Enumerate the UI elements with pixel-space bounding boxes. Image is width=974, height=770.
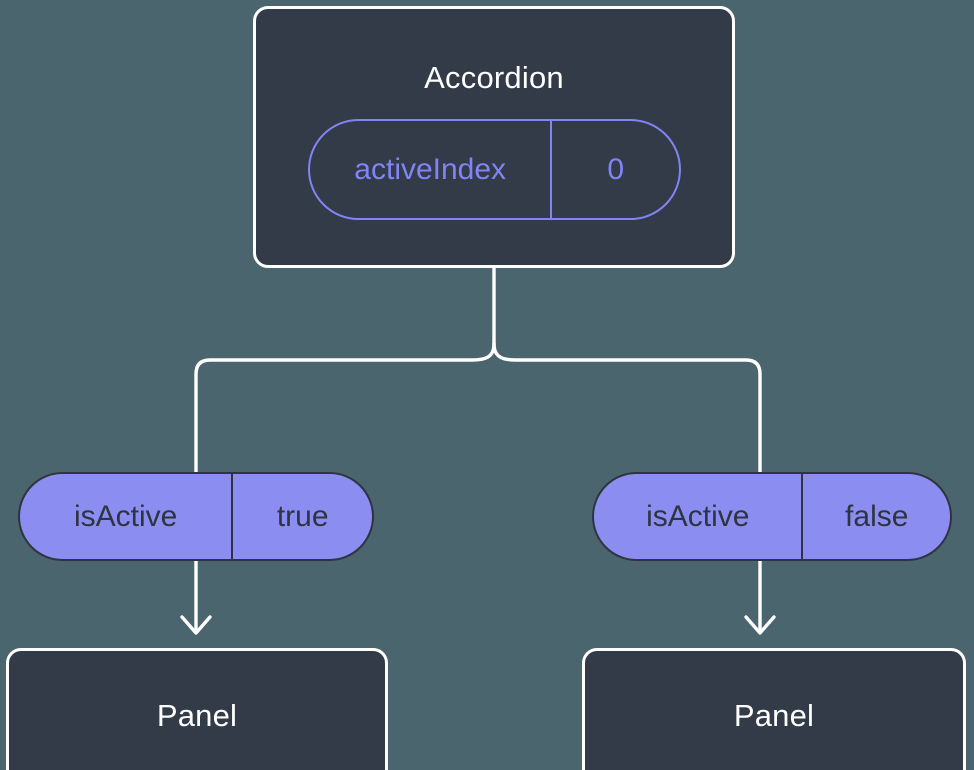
arrowhead-right-icon [744, 615, 776, 635]
panel-title-right: Panel [733, 698, 815, 733]
activeindex-state-value: 0 [607, 152, 625, 186]
accordion-title: Accordion [424, 60, 564, 95]
panel-title-left: Panel [156, 698, 238, 733]
isactive-prop-key-right: isActive [594, 474, 804, 559]
panel-component-box-right[interactable]: Panel [582, 648, 966, 770]
panel-component-box-left[interactable]: Panel [6, 648, 388, 770]
branch-right [492, 342, 762, 474]
isactive-prop-pill-left[interactable]: isActive true [18, 472, 374, 561]
isactive-prop-key-left: isActive [20, 474, 234, 559]
isactive-prop-pill-right[interactable]: isActive false [592, 472, 952, 561]
arrowhead-left-icon [180, 615, 212, 635]
activeindex-state-key: activeIndex [310, 121, 553, 218]
isactive-prop-value-left: true [276, 499, 329, 533]
activeindex-state-pill[interactable]: activeIndex 0 [308, 119, 681, 220]
branch-left [194, 342, 496, 474]
isactive-prop-value-right: false [845, 499, 909, 533]
